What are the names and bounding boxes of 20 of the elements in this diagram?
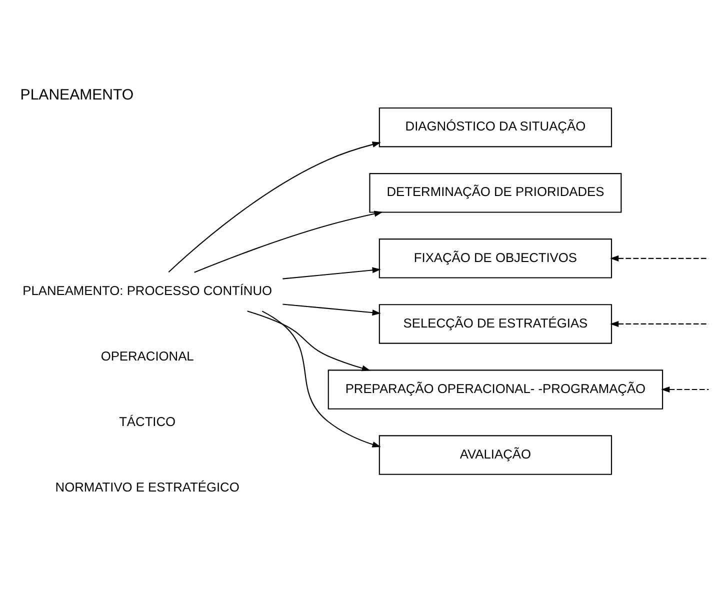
arrow <box>262 310 381 447</box>
node-text: PLANEAMENTO: PROCESSO CONTÍNUO <box>22 282 272 298</box>
node-box: AVALIAÇÃO <box>378 434 612 474</box>
label: NORMATIVO E ESTRATÉGICO <box>55 479 240 494</box>
node-box: DETERMINAÇÃO DE PRIORIDADES <box>369 172 622 212</box>
arrow <box>247 310 371 371</box>
arrow <box>661 386 709 392</box>
node-box: FIXAÇÃO DE OBJECTIVOS <box>378 238 612 278</box>
diagram-title: PLANEAMENTO <box>20 86 134 104</box>
arrow <box>194 210 383 272</box>
node-box: DIAGNÓSTICO DA SITUAÇÃO <box>378 106 612 147</box>
arrow <box>610 320 709 326</box>
node-box: PREPARAÇÃO OPERACIONAL- -PROGRAMAÇÃO <box>328 369 664 409</box>
arrow <box>282 303 381 316</box>
node-box: SELECÇÃO DE ESTRATÉGIAS <box>378 304 612 344</box>
label: TÁCTICO <box>119 414 176 429</box>
arrow <box>610 254 709 261</box>
label: OPERACIONAL <box>100 348 194 364</box>
arrow <box>282 266 381 279</box>
arrow <box>168 141 381 272</box>
